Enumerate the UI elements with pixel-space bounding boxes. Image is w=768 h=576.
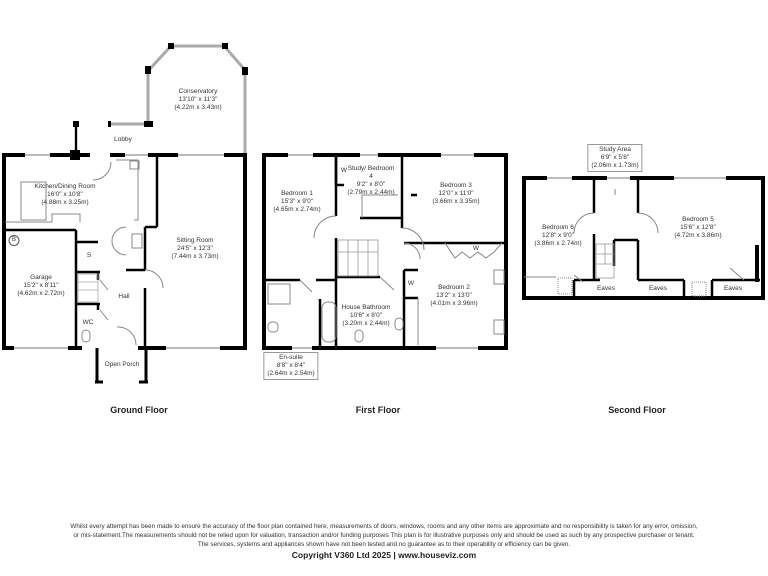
disclaimer-line-1: Whilst every attempt has been made to en… [70, 523, 698, 530]
room-size-imperial: 6'9" x 5'8" [600, 154, 630, 161]
copyright: Copyright V360 Ltd 2025 | www.houseviz.c… [291, 550, 477, 560]
wardrobe-label: W [407, 280, 415, 287]
room-label-lobby: Lobby [114, 136, 132, 144]
floor-title-ground: Ground Floor [110, 405, 168, 415]
room-name: Garage [30, 274, 52, 281]
room-name: Bedroom 1 [281, 190, 313, 197]
room-size-imperial: 24'5" x 12'3" [177, 245, 213, 252]
room-name: WC [82, 319, 94, 326]
room-name: Eaves [648, 285, 668, 292]
room-label-storage: S [87, 252, 91, 260]
disclaimer-line-2: or mis-statement.The measurements should… [73, 532, 695, 539]
room-size-imperial: 10'6" x 8'0" [349, 312, 383, 319]
room-name: Sitting Room [176, 237, 214, 244]
boiler-label: B [11, 237, 16, 243]
room-name: Bedroom 5 [682, 216, 714, 223]
room-label-bedroom-5: Bedroom 5 15'6" x 12'8" (4.72m x 3.86m) [674, 216, 721, 240]
room-size-imperial: 13'2" x 13'0" [436, 292, 472, 299]
room-size-metric: (3.66m x 3.35m) [432, 198, 480, 205]
ground-floor-walls [2, 43, 248, 384]
room-size-imperial: 13'10" x 11'3" [178, 96, 218, 103]
room-size-metric: (4.62m x 2.72m) [17, 290, 65, 297]
eaves-label-3: Eaves [724, 285, 742, 293]
room-size-metric: (3.20m x 2.44m) [342, 320, 390, 327]
room-size-imperial: 15'3" x 9'0" [280, 198, 314, 205]
room-size-imperial: 8'8" x 8'4" [276, 362, 306, 369]
room-name: Hall [118, 293, 130, 300]
room-label-en-suite: En-suite 8'8" x 8'4" (2.64m x 2.54m) [263, 352, 319, 380]
room-name: Eaves [723, 285, 743, 292]
room-size-metric: (4.01m x 3.96m) [430, 300, 478, 307]
boiler-icon: B [8, 235, 20, 246]
floor-title-second: Second Floor [608, 405, 666, 415]
disclaimer-line-3: The services, systems and appliances sho… [197, 541, 571, 548]
wardrobe-label-landing: W [408, 280, 414, 288]
room-name: Eaves [596, 285, 616, 292]
wardrobe-label-bedroom-2: W [473, 245, 479, 253]
first-floor-walls [262, 153, 508, 350]
room-name: Bedroom 6 [542, 224, 574, 231]
room-label-sitting-room: Sitting Room 24'5" x 12'3" (7.44m x 3.73… [171, 237, 218, 261]
second-floor-walls [522, 176, 765, 300]
room-label-garage: Garage 15'2" x 8'11" (4.62m x 2.72m) [17, 274, 64, 298]
room-name: Conservatory [178, 88, 218, 95]
wardrobe-label: W [472, 245, 480, 252]
room-label-bedroom-2: Bedroom 2 13'2" x 13'0" (4.01m x 3.96m) [430, 284, 477, 308]
room-size-imperial: 15'6" x 12'8" [680, 224, 716, 231]
room-label-house-bathroom: House Bathroom 10'6" x 8'0" (3.20m x 2.4… [342, 304, 391, 328]
room-size-imperial: 9'2" x 8'0" [356, 181, 386, 188]
room-size-metric: (2.64m x 2.54m) [267, 370, 315, 377]
room-label-study-area: Study Area 6'9" x 5'8" (2.06m x 1.73m) [587, 144, 643, 172]
room-label-wc: WC [83, 319, 94, 327]
room-name: Study/ Bedroom 4 [347, 165, 395, 180]
wardrobe-label-study: W [341, 167, 347, 175]
room-size-metric: (2.06m x 1.73m) [591, 162, 639, 169]
room-name: Bedroom 2 [438, 284, 470, 291]
room-label-hall: Hall [118, 293, 129, 301]
room-name: Study Area [599, 146, 631, 153]
room-size-imperial: 12'8" x 9'0" [541, 232, 575, 239]
room-label-conservatory: Conservatory 13'10" x 11'3" (4.22m x 3.4… [174, 88, 221, 112]
wardrobe-label: W [340, 167, 348, 174]
room-size-imperial: 15'2" x 8'11" [23, 282, 59, 289]
room-size-metric: (4.65m x 2.74m) [273, 206, 321, 213]
room-size-imperial: 12'0" x 11'0" [438, 190, 474, 197]
room-label-bedroom-6: Bedroom 6 12'8" x 9'0" (3.86m x 2.74m) [534, 224, 581, 248]
room-size-metric: (4.72m x 3.86m) [674, 232, 722, 239]
room-size-metric: (2.79m x 2.44m) [347, 189, 395, 196]
room-label-bedroom-3: Bedroom 3 12'0" x 11'0" (3.66m x 3.35m) [432, 182, 479, 206]
room-size-imperial: 16'0" x 10'8" [47, 191, 83, 198]
room-size-metric: (4.22m x 3.43m) [174, 104, 222, 111]
eaves-label-1: Eaves [597, 285, 615, 293]
room-name: Bedroom 3 [440, 182, 472, 189]
eaves-label-2: Eaves [649, 285, 667, 293]
room-label-study-bedroom-4: Study/ Bedroom 4 9'2" x 8'0" (2.79m x 2.… [345, 165, 397, 197]
room-label-kitchen: Kitchen/Dining Room 16'0" x 10'8" (4.88m… [34, 183, 95, 207]
room-name: S [86, 252, 92, 259]
room-size-metric: (3.86m x 2.74m) [534, 240, 582, 247]
room-label-open-porch: Open Porch [105, 361, 140, 369]
room-name: Open Porch [104, 361, 140, 368]
room-name: En-suite [279, 354, 303, 361]
disclaimer: Whilst every attempt has been made to en… [0, 522, 768, 549]
floor-title-first: First Floor [355, 405, 401, 415]
room-name: Lobby [114, 136, 132, 143]
room-label-bedroom-1: Bedroom 1 15'3" x 9'0" (4.65m x 2.74m) [273, 190, 320, 214]
room-name: House Bathroom [341, 304, 391, 311]
room-size-metric: (4.88m x 3.25m) [41, 199, 89, 206]
room-name: Kitchen/Dining Room [34, 183, 96, 190]
room-size-metric: (7.44m x 3.73m) [171, 253, 219, 260]
